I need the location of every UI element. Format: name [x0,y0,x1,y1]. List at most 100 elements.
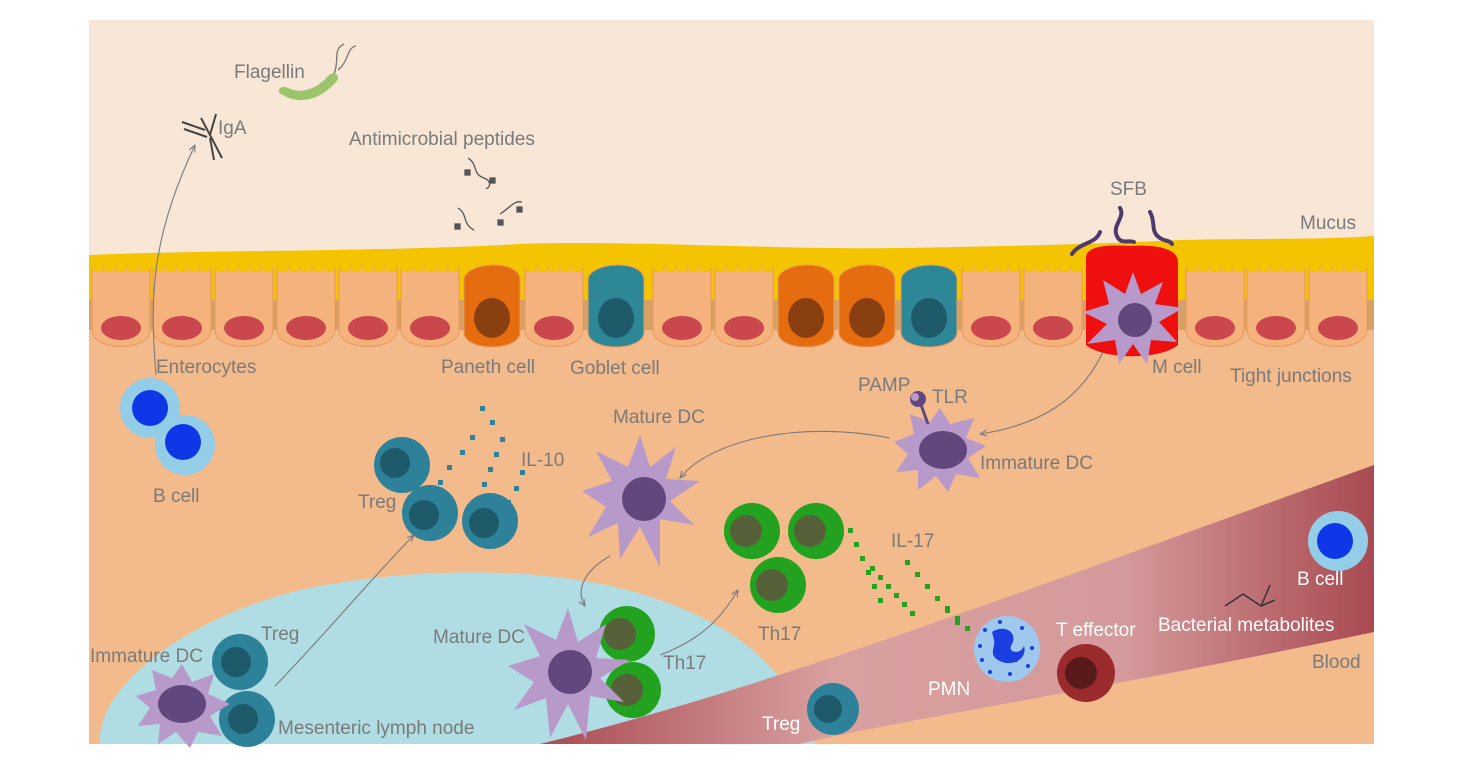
cell-nucleus [1195,316,1235,340]
cell-nucleus [474,298,510,338]
cell-nucleus [1256,316,1296,340]
b-cell-left-2 [155,415,215,475]
lumen-background [89,20,1374,270]
il17-dot [905,560,910,565]
flow-arrows [152,145,1104,687]
th17-mid-1 [724,503,780,559]
il10-dot [494,452,499,457]
il17-dot [886,584,891,589]
il17-dot [878,575,883,580]
microvilli [1247,258,1305,272]
microvilli [1309,258,1367,272]
label-mucus: Mucus [1300,213,1356,234]
cell-nucleus [849,298,885,338]
pmn-granule [998,620,1002,624]
il17-dot [925,584,930,589]
pmn-granule [988,670,992,674]
cell-nucleus [348,316,388,340]
t-effector-cell [1057,644,1115,702]
label-th17-ln: Th17 [663,653,706,674]
label-mesenteric-lymph-node: Mesenteric lymph node [278,718,474,739]
treg-ln-1 [212,634,268,690]
m-cell-dc [1083,272,1183,364]
cell-nucleus [224,316,264,340]
il10-dot [490,420,495,425]
microvilli [1186,258,1244,272]
blood-vessel [540,465,1374,744]
treg-mid-2 [402,485,458,541]
pmn-cell [974,616,1040,682]
arrow-th17-ln-to-mid [659,590,738,656]
immature-dc-top [894,408,986,492]
th17-mid-3 [750,557,806,613]
label-treg-blood: Treg [762,714,800,735]
label-treg-mid: Treg [358,492,396,513]
il17-dot [878,598,883,603]
il17-dot [860,556,865,561]
arrow-mature-dc-to-ln [581,555,611,606]
th17-mid-2 [788,503,844,559]
il17-dot [894,593,899,598]
il17-dot [910,611,915,616]
label-bacterial-metabolites: Bacterial metabolites [1158,615,1334,636]
label-mature-dc-top: Mature DC [613,407,705,428]
pmn-granule [1030,646,1034,650]
label-tlr: TLR [932,387,968,408]
bacterial-metabolite-icon [1224,584,1276,608]
microvilli [1024,258,1082,272]
label-il10: IL-10 [521,450,564,471]
pmn-granule [1008,672,1012,676]
il17-dot [945,606,950,611]
label-t-effector: T effector [1056,620,1136,641]
il17-dot [965,626,970,631]
il17-dot [915,572,920,577]
cell-nucleus [911,298,947,338]
label-mature-dc-ln: Mature DC [433,627,525,648]
arrow-bcell-to-iga [152,145,195,376]
label-blood: Blood [1312,652,1361,673]
pmn-granule [1026,664,1030,668]
label-tight-junctions: Tight junctions [1230,366,1352,387]
cell-nucleus [971,316,1011,340]
label-m-cell: M cell [1152,357,1202,378]
treg-mid-1 [374,437,430,493]
il10-dot [470,435,475,440]
arrow-mcell-to-immature-dc [980,351,1104,434]
il17-dot [854,542,859,547]
antimicrobial-peptides-icon [454,157,523,231]
il17-dot [848,528,853,533]
il17-dot [955,616,960,621]
il17-dot [955,620,960,625]
label-pamp: PAMP [858,375,910,396]
treg-blood [807,683,859,735]
il10-dot [476,497,481,502]
th17-ln-1 [599,606,655,662]
label-flagellin: Flagellin [234,62,305,83]
cell-nucleus [162,316,202,340]
cell-nucleus [662,316,702,340]
pmn-granule [1014,658,1018,662]
iga-icon [181,113,223,161]
b-cell-right [1308,511,1368,571]
label-b-cell-left: B cell [153,486,199,507]
il17-dot [935,596,940,601]
il10-dot [480,406,485,411]
il17-dot [870,566,875,571]
il10-dot [460,450,465,455]
il10-dot [500,437,505,442]
il17-dot [866,570,871,575]
il17-dot [902,602,907,607]
cell-nucleus [101,316,141,340]
il10-dot [488,467,493,472]
cell-nucleus [598,298,634,338]
microvilli [401,258,459,272]
cell-nucleus [410,316,450,340]
immature-dc-ln [136,664,230,748]
label-goblet-cell: Goblet cell [570,358,660,379]
epithelium [91,258,1368,348]
il10-dot [506,500,511,505]
il17-dots [848,528,970,631]
label-enterocytes: Enterocytes [156,357,256,378]
pmn-granule [978,644,982,648]
